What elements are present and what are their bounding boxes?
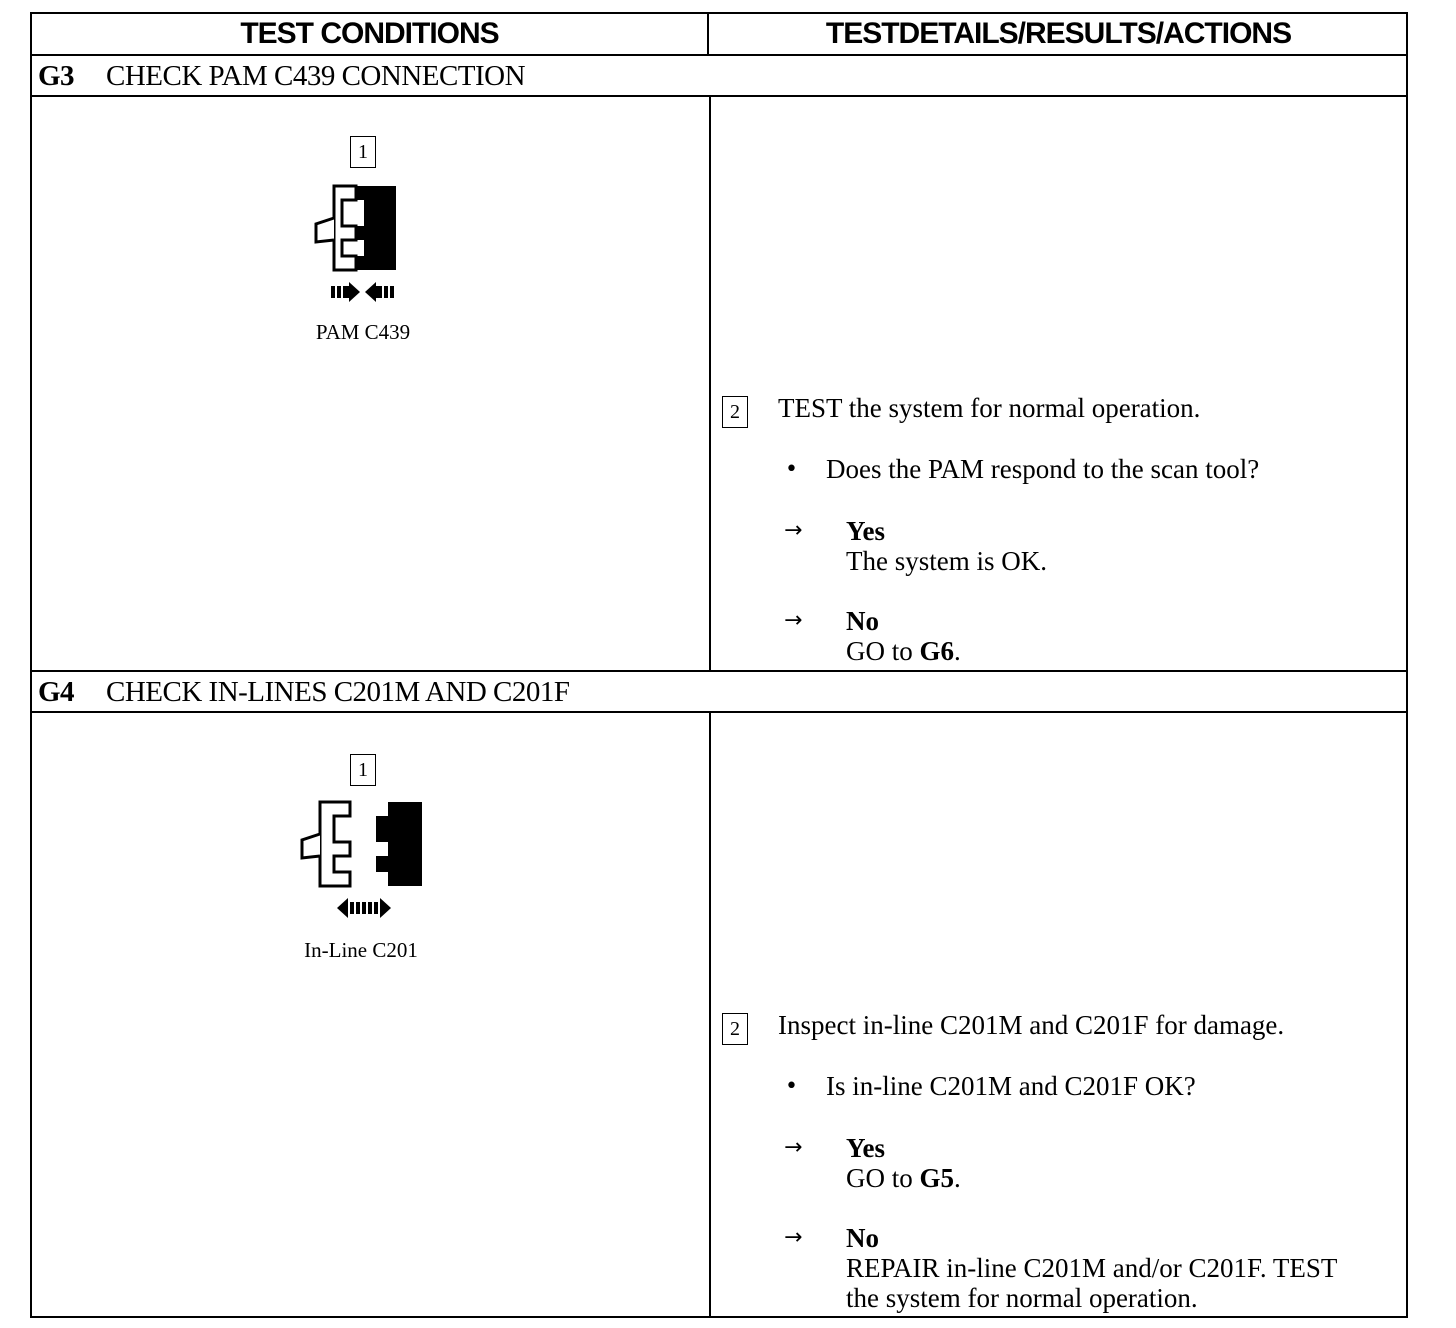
answer-yes: Yes The system is OK. (846, 516, 1047, 576)
step-g4-title: G4 CHECK IN-LINES C201M AND C201F (38, 672, 570, 712)
connector-caption: In-Line C201 (304, 938, 418, 962)
step-number-box: 1 (350, 754, 376, 786)
punctuation: . (954, 1163, 961, 1193)
answer-text: GO to (846, 636, 920, 666)
step-g3-heading: CHECK PAM C439 CONNECTION (106, 60, 526, 92)
answer-label: Yes (846, 516, 885, 546)
step-number-box: 2 (722, 1013, 748, 1045)
arrow-right-icon: → (784, 518, 803, 543)
step-g3-title: G3 CHECK PAM C439 CONNECTION (38, 56, 526, 96)
step-question: Is in-line C201M and C201F OK? (826, 1071, 1196, 1101)
arrow-right-icon: → (784, 1135, 803, 1160)
column-header-test-conditions: TEST CONDITIONS (32, 14, 709, 54)
answer-text: GO to (846, 1163, 920, 1193)
step-g3-id: G3 (38, 60, 75, 92)
answer-yes: Yes GO to G5. (846, 1133, 961, 1193)
step-instruction: TEST the system for normal operation. (778, 393, 1201, 423)
bullet-icon: • (785, 457, 798, 482)
answer-no: No GO to G6. (846, 606, 961, 666)
answer-label: Yes (846, 1133, 885, 1163)
step-instruction: Inspect in-line C201M and C201F for dama… (778, 1010, 1285, 1040)
answer-label: No (846, 1223, 879, 1253)
punctuation: . (954, 636, 961, 666)
answer-text-line2: the system for normal operation. (846, 1283, 1198, 1313)
bullet-icon: • (785, 1074, 798, 1099)
step-g4-heading: CHECK IN-LINES C201M AND C201F (106, 676, 570, 708)
answer-text: The system is OK. (846, 546, 1047, 576)
inline-connector-icon (300, 800, 422, 918)
arrow-right-icon: → (784, 1225, 803, 1250)
divider (32, 670, 1406, 672)
pam-connector-icon (314, 184, 396, 302)
step-number-box: 1 (350, 136, 376, 168)
step-g4-id: G4 (38, 676, 75, 708)
step-reference: G5 (919, 1163, 955, 1193)
step-number-box: 2 (722, 396, 748, 428)
answer-no: No REPAIR in-line C201M and/or C201F. TE… (846, 1223, 1337, 1313)
divider (32, 95, 1406, 97)
divider (32, 54, 1406, 56)
column-header-test-details: TESTDETAILS/RESULTS/ACTIONS (825, 17, 1292, 50)
divider (32, 711, 1406, 713)
answer-text-line1: REPAIR in-line C201M and/or C201F. TEST (846, 1253, 1338, 1283)
diagnostic-table: TEST CONDITIONS TESTDETAILS/RESULTS/ACTI… (30, 12, 1408, 1318)
answer-label: No (846, 606, 879, 636)
step-question: Does the PAM respond to the scan tool? (826, 454, 1260, 484)
column-divider (709, 712, 711, 1318)
arrow-right-icon: → (784, 608, 803, 633)
step-reference: G6 (919, 636, 955, 666)
connector-caption: PAM C439 (315, 320, 411, 344)
column-divider (709, 96, 711, 671)
